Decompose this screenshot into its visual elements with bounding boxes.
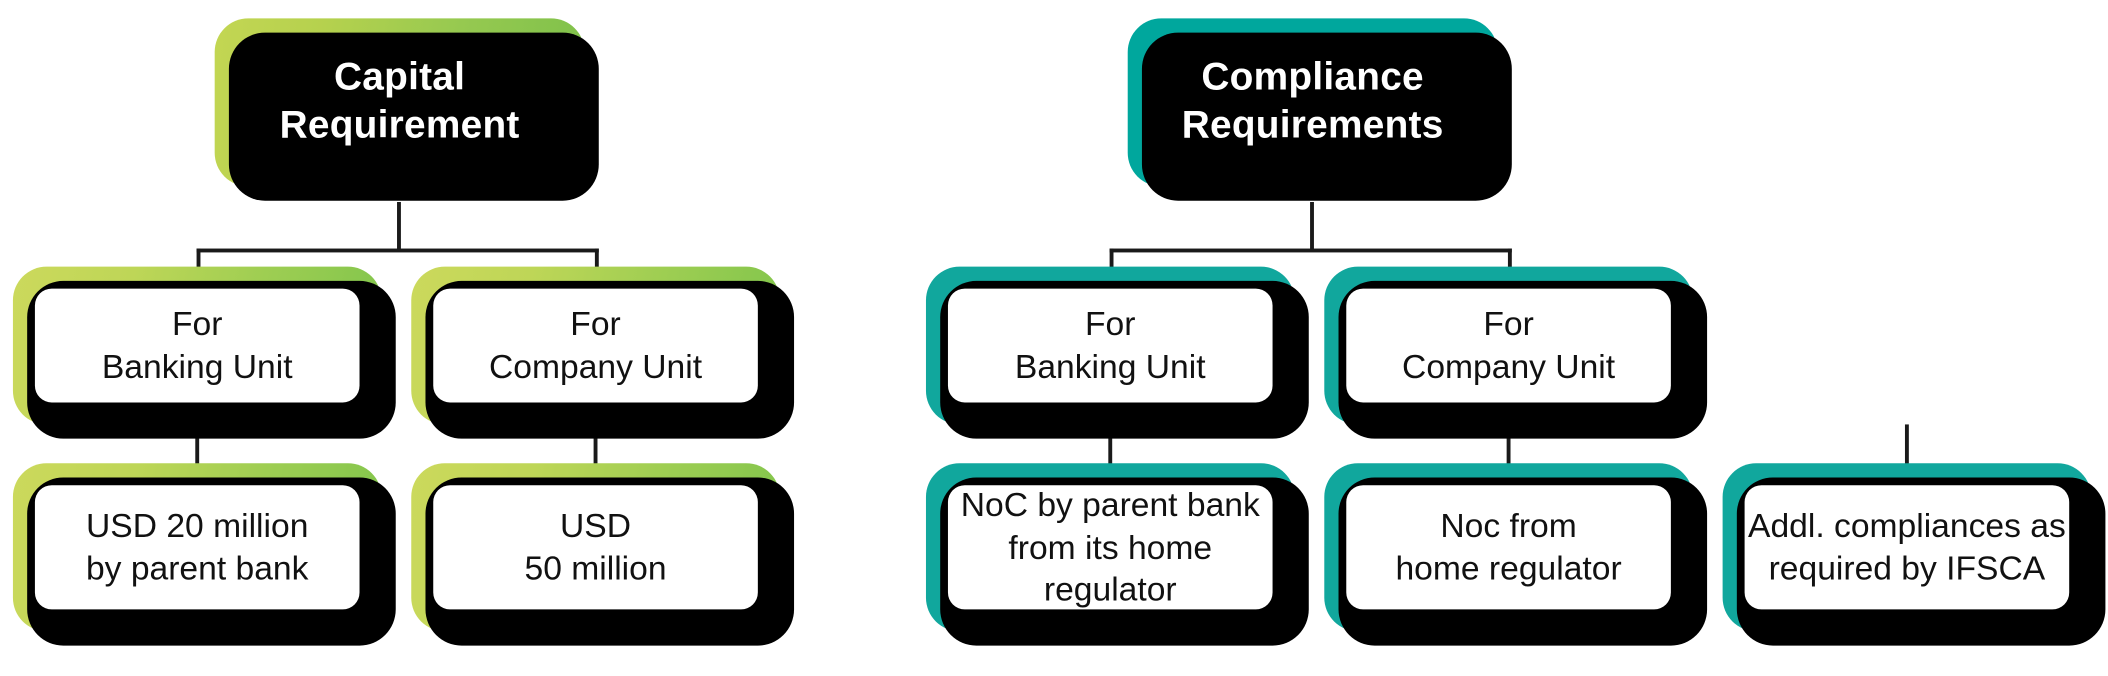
node-compliance-company-noc-label: Noc from home regulator: [1395, 506, 1622, 588]
node-compliance-banking-unit-body: For Banking Unit: [947, 288, 1273, 403]
node-compliance-company-additional-label: Addl. compliances as required by IFSCA: [1748, 506, 2066, 588]
node-compliance-banking-unit[interactable]: For Banking Unit: [925, 266, 1309, 439]
connector-capital-stem: [397, 202, 401, 252]
node-compliance-company-unit-body: For Company Unit: [1346, 288, 1671, 403]
node-capital-requirement[interactable]: Capital Requirement: [214, 18, 599, 201]
connector-compliance-company-stem-b: [1904, 424, 1909, 469]
node-capital-company-amount[interactable]: USD 50 million: [411, 463, 795, 646]
node-capital-company-unit[interactable]: For Company Unit: [411, 266, 795, 439]
connector-capital-company-stem: [593, 424, 598, 469]
node-compliance-banking-unit-label: For Banking Unit: [1014, 304, 1206, 386]
node-capital-company-unit-label: For Company Unit: [489, 304, 703, 386]
connector-compliance-drop-left: [1109, 248, 1114, 278]
node-capital-banking-unit-body: For Banking Unit: [34, 288, 360, 403]
connector-compliance-stem: [1310, 202, 1314, 252]
node-compliance-requirements-label: Compliance Requirements: [1181, 56, 1444, 147]
node-capital-banking-unit-label: For Banking Unit: [101, 304, 293, 386]
diagram-canvas: Capital Requirement For Banking Unit For…: [0, 8, 2108, 668]
node-capital-banking-amount-label: USD 20 million by parent bank: [85, 506, 309, 588]
connector-capital-banking-stem: [195, 424, 200, 469]
connector-capital-bus: [196, 248, 599, 253]
node-capital-company-unit-body: For Company Unit: [433, 288, 758, 403]
node-compliance-banking-noc[interactable]: NoC by parent bank from its home regulat…: [925, 463, 1309, 646]
connector-compliance-bus: [1109, 248, 1512, 253]
node-capital-banking-unit[interactable]: For Banking Unit: [12, 266, 396, 439]
node-compliance-requirements[interactable]: Compliance Requirements: [1127, 18, 1512, 201]
node-compliance-company-unit-label: For Company Unit: [1402, 304, 1616, 386]
node-compliance-company-noc-body: Noc from home regulator: [1346, 485, 1671, 610]
connector-capital-drop-right: [594, 248, 599, 278]
node-compliance-banking-noc-label: NoC by parent bank from its home regulat…: [960, 485, 1260, 609]
node-compliance-banking-noc-body: NoC by parent bank from its home regulat…: [947, 485, 1273, 610]
connector-compliance-drop-right: [1507, 248, 1512, 278]
node-compliance-company-additional[interactable]: Addl. compliances as required by IFSCA: [1722, 463, 2106, 646]
node-capital-banking-amount-body: USD 20 million by parent bank: [34, 485, 360, 610]
connector-compliance-banking-stem: [1108, 424, 1113, 469]
node-capital-banking-amount[interactable]: USD 20 million by parent bank: [12, 463, 396, 646]
connector-capital-drop-left: [196, 248, 201, 278]
node-compliance-company-noc[interactable]: Noc from home regulator: [1324, 463, 1708, 646]
node-capital-company-amount-body: USD 50 million: [433, 485, 758, 610]
node-capital-company-amount-label: USD 50 million: [524, 506, 667, 588]
node-capital-requirement-label: Capital Requirement: [279, 56, 520, 147]
node-compliance-company-additional-body: Addl. compliances as required by IFSCA: [1744, 485, 2070, 610]
node-compliance-company-unit[interactable]: For Company Unit: [1324, 266, 1708, 439]
connector-compliance-company-stem-a: [1506, 424, 1511, 469]
